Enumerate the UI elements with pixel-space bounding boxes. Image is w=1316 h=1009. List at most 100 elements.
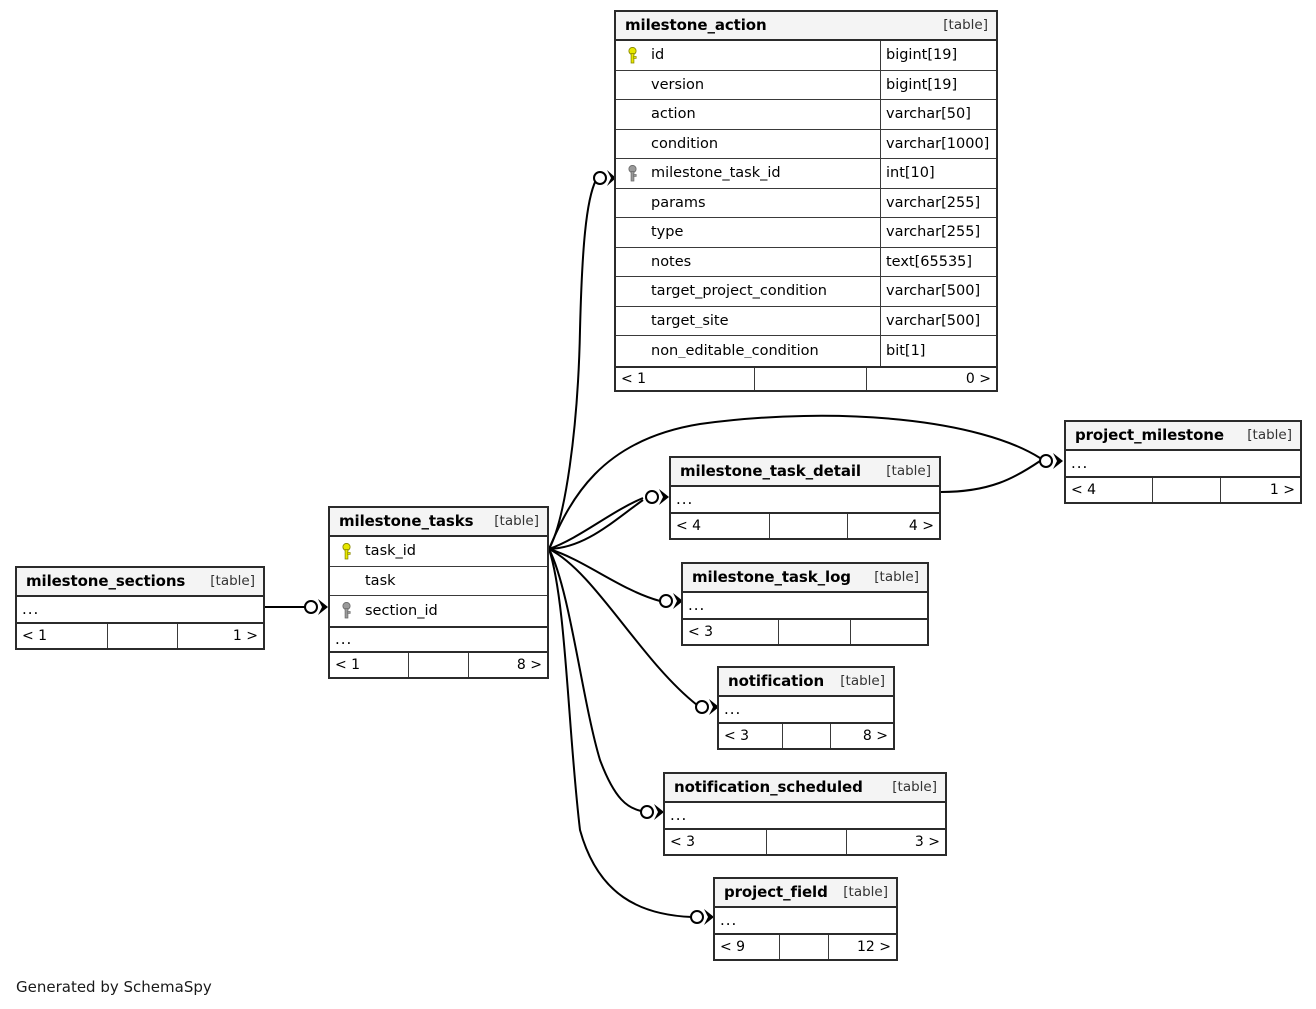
more-columns-indicator: ... (719, 697, 893, 724)
table-milestone_sections[interactable]: milestone_sections [table] ... < 1 1 > (15, 566, 265, 650)
table-row[interactable]: non_editable_condition bit[1] (616, 336, 996, 366)
table-row[interactable]: task_id (330, 537, 547, 567)
more-columns-indicator: ... (683, 593, 927, 620)
edge-tasks-to-task-log (548, 548, 661, 602)
table-footer: < 4 4 > (671, 514, 939, 538)
column-type: bigint[19] (880, 41, 996, 70)
table-footer: < 1 0 > (616, 365, 996, 390)
column-type: varchar[50] (880, 100, 996, 129)
generated-by-caption: Generated by SchemaSpy (16, 978, 212, 996)
table-project_milestone[interactable]: project_milestone [table] ... < 4 1 > (1064, 420, 1302, 504)
footer-middle (1152, 478, 1220, 502)
footer-outgoing-count: 0 > (866, 367, 996, 390)
table-header: milestone_task_detail [table] (671, 458, 939, 487)
footer-outgoing-count (850, 620, 927, 644)
column-cell: condition (616, 137, 880, 152)
footer-outgoing-count: 12 > (828, 935, 896, 959)
footer-incoming-count: < 3 (688, 624, 714, 640)
more-columns-indicator: ... (17, 597, 263, 624)
footer-incoming-count: < 3 (670, 834, 696, 850)
column-name: task (365, 573, 396, 588)
table-row[interactable]: condition varchar[1000] (616, 129, 996, 159)
table-row[interactable]: notes text[65535] (616, 247, 996, 277)
column-name: version (651, 77, 705, 92)
column-name: milestone_task_id (651, 165, 781, 181)
endpoint-circle-task-detail (645, 490, 659, 504)
edge-task-detail-to-project-milestone (940, 460, 1041, 493)
table-row[interactable]: version bigint[19] (616, 70, 996, 100)
table-milestone_task_log[interactable]: milestone_task_log [table] ... < 3 (681, 562, 929, 646)
table-header: milestone_action [table] (616, 12, 996, 41)
edge-tasks-to-notification (548, 548, 698, 706)
table-milestone_tasks[interactable]: milestone_tasks [table] task_id task (328, 506, 549, 679)
column-cell: milestone_task_id (616, 164, 880, 182)
column-name: id (651, 47, 665, 63)
column-name: type (651, 225, 684, 240)
table-row[interactable]: action varchar[50] (616, 100, 996, 130)
footer-incoming-count: < 4 (676, 518, 702, 534)
footer-middle (778, 620, 850, 644)
table-notification_scheduled[interactable]: notification_scheduled [table] ... < 3 3… (663, 772, 947, 856)
footer-incoming-count: < 3 (724, 728, 750, 744)
table-kind-label: [table] (892, 778, 937, 795)
table-columns: task_id task section_id (330, 537, 547, 626)
footer-incoming-count: < 1 (335, 656, 361, 673)
table-columns: id bigint[19] version bigint[19] action … (616, 41, 996, 366)
table-kind-label: [table] (886, 462, 931, 479)
footer-middle (107, 624, 177, 648)
table-footer: < 1 1 > (17, 624, 263, 648)
footer-middle (779, 935, 828, 959)
table-row[interactable]: type varchar[255] (616, 218, 996, 248)
column-name: task_id (365, 543, 417, 559)
column-cell: task (330, 574, 547, 589)
column-cell: section_id (330, 602, 547, 619)
table-title: project_field (724, 883, 828, 901)
table-kind-label: [table] (494, 512, 539, 529)
table-kind-label: [table] (840, 672, 885, 689)
endpoint-circle-sections (304, 600, 318, 614)
table-kind-label: [table] (843, 883, 888, 900)
footer-incoming-count: < 1 (22, 628, 48, 644)
endpoint-circle-notification (695, 700, 709, 714)
table-row[interactable]: target_project_condition varchar[500] (616, 277, 996, 307)
table-row[interactable]: target_site varchar[500] (616, 306, 996, 336)
column-name: target_site (651, 313, 729, 328)
table-project_field[interactable]: project_field [table] ... < 9 12 > (713, 877, 898, 961)
table-milestone_task_detail[interactable]: milestone_task_detail [table] ... < 4 4 … (669, 456, 941, 540)
table-title: notification (728, 672, 825, 690)
table-header: milestone_tasks [table] (330, 508, 547, 537)
table-header: milestone_task_log [table] (683, 564, 927, 593)
table-row[interactable]: section_id (330, 596, 547, 626)
table-header: notification [table] (719, 668, 893, 697)
column-type: text[65535] (880, 247, 996, 276)
column-cell: type (616, 225, 880, 240)
column-name: target_project_condition (651, 284, 827, 299)
column-type: varchar[500] (880, 277, 996, 306)
edge-tasks-to-project-field (548, 548, 693, 918)
column-cell: params (616, 196, 880, 211)
table-row[interactable]: id bigint[19] (616, 41, 996, 71)
column-type: varchar[500] (880, 306, 996, 335)
column-type: bit[1] (880, 336, 996, 366)
more-columns-indicator: ... (330, 625, 547, 653)
table-header: project_field [table] (715, 879, 896, 908)
column-cell: action (616, 107, 880, 122)
table-footer: < 3 3 > (665, 830, 945, 854)
table-row[interactable]: milestone_task_id int[10] (616, 159, 996, 189)
footer-incoming-count: < 4 (1071, 482, 1097, 498)
table-row[interactable]: params varchar[255] (616, 188, 996, 218)
crowfoot-sections (318, 599, 328, 615)
column-cell: notes (616, 255, 880, 270)
more-columns-indicator: ... (715, 908, 896, 935)
edge-tasks-to-task-detail (548, 497, 644, 550)
table-footer: < 1 8 > (330, 652, 547, 677)
table-milestone_action[interactable]: milestone_action [table] id bigint[19] v… (614, 10, 998, 392)
footer-middle (782, 724, 830, 748)
foreign-key-icon (622, 164, 642, 182)
table-row[interactable]: task (330, 567, 547, 596)
table-notification[interactable]: notification [table] ... < 3 8 > (717, 666, 895, 750)
column-name: params (651, 195, 706, 210)
table-header: project_milestone [table] (1066, 422, 1300, 451)
column-cell: id (616, 46, 880, 64)
